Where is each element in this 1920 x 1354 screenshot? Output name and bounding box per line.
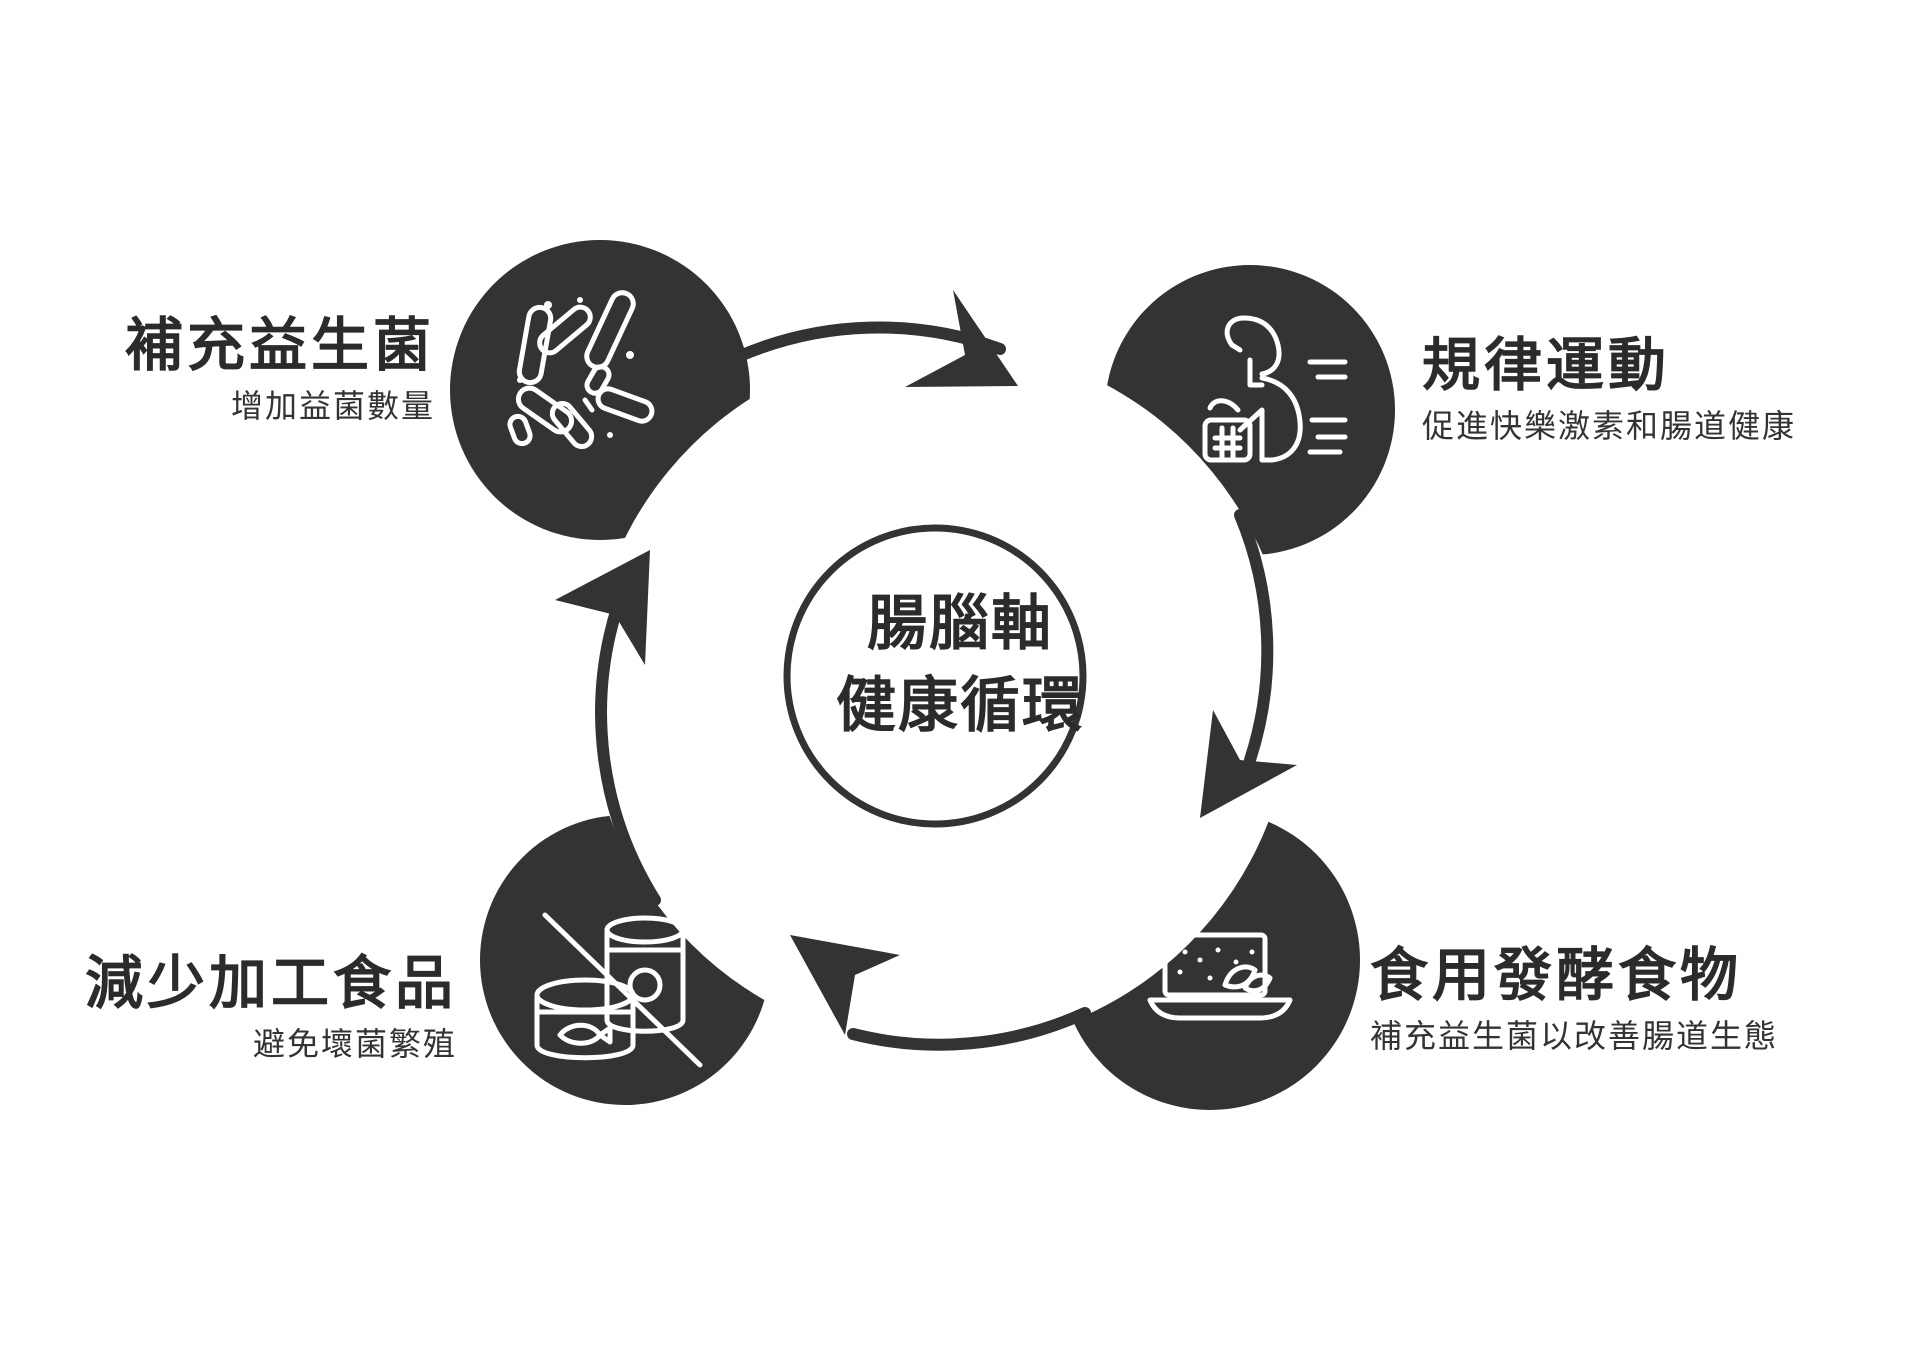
arrow-right-icon bbox=[1200, 710, 1297, 818]
cycle-arrows bbox=[555, 290, 1297, 1035]
no-canned-food-icon bbox=[534, 912, 703, 1068]
arrow-left-icon bbox=[555, 550, 650, 665]
node-title: 補充益生菌 bbox=[124, 311, 435, 379]
arrow-top-icon bbox=[905, 290, 1018, 387]
node-subtitle: 增加益菌數量 bbox=[230, 387, 435, 425]
center-label-line2: 健康循環 bbox=[836, 671, 1084, 741]
node-subtitle: 促進快樂激素和腸道健康 bbox=[1422, 407, 1797, 445]
ring-arc-bottom bbox=[847, 1007, 1091, 1051]
ring-arc-left bbox=[595, 599, 661, 906]
node-label-processed-food: 減少加工食品 避免壞菌繁殖 bbox=[85, 948, 457, 1066]
node-label-exercise: 規律運動 促進快樂激素和腸道健康 bbox=[1422, 330, 1796, 448]
node-title: 減少加工食品 bbox=[84, 949, 457, 1017]
center-label: 腸腦軸 健康循環 bbox=[760, 583, 1160, 747]
node-label-fermented-food: 食用發酵食物 補充益生菌以改善腸道生態 bbox=[1370, 940, 1778, 1058]
exercise-person-icon bbox=[1202, 315, 1348, 463]
bacteria-icon bbox=[507, 290, 655, 449]
node-label-probiotics: 補充益生菌 增加益菌數量 bbox=[125, 310, 435, 428]
center-circle bbox=[783, 524, 1087, 828]
arrow-bottom-icon bbox=[790, 935, 900, 1035]
node-title: 食用發酵食物 bbox=[1370, 941, 1743, 1009]
fermented-food-icon bbox=[1147, 932, 1293, 1021]
ring-arc-right bbox=[1234, 509, 1274, 766]
node-subtitle: 補充益生菌以改善腸道生態 bbox=[1370, 1017, 1779, 1055]
node-title: 規律運動 bbox=[1422, 331, 1671, 399]
node-subtitle: 避免壞菌繁殖 bbox=[252, 1025, 457, 1063]
center-label-line1: 腸腦軸 bbox=[867, 589, 1053, 659]
